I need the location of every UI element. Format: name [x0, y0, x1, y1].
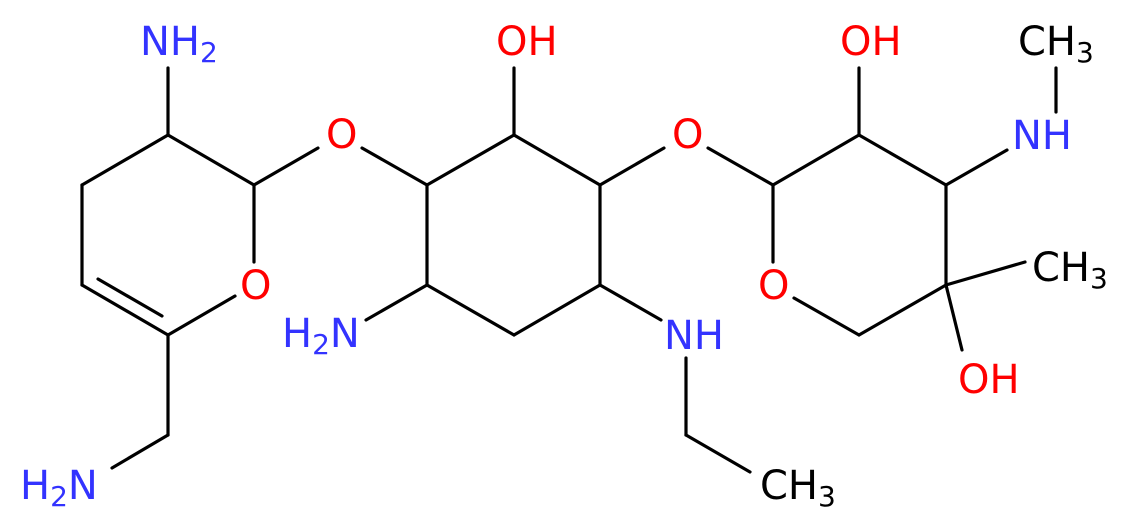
bond: [360, 146, 429, 187]
bond: [944, 148, 1009, 187]
bond: [110, 433, 170, 470]
ether-oxygen-left: O: [326, 112, 357, 158]
bond: [944, 260, 1027, 287]
amine-bottom-tail: N: [68, 463, 98, 509]
amine-label-top: NH2: [140, 19, 218, 69]
bond: [598, 283, 663, 322]
amine-left-sub: 2: [312, 328, 330, 361]
methyl-top-sub: 3: [1076, 36, 1094, 69]
amine-label-bottom: H2N: [20, 463, 98, 513]
amine-left-tail: N: [330, 311, 360, 357]
bond: [512, 133, 602, 187]
bond: [944, 283, 964, 352]
ether-oxygen-right: O: [672, 112, 703, 158]
bond: [252, 146, 320, 187]
bond: [166, 133, 256, 187]
hydroxyl-label-top-right: OH: [840, 19, 902, 65]
methyl-right-sub: 3: [1090, 262, 1108, 295]
amine-label-methyl: NH: [1012, 113, 1072, 159]
hydroxyl-label-bottom-right: OH: [958, 357, 1020, 403]
bond: [364, 283, 429, 322]
amine-top-main: NH: [140, 19, 200, 65]
double-bond-inner: [96, 277, 164, 318]
methyl-ethyl-sub: 3: [818, 480, 836, 513]
bond: [771, 133, 861, 187]
bond: [512, 283, 602, 337]
bonds: [80, 66, 1058, 474]
amine-label-center: NH: [664, 313, 724, 359]
ring-oxygen-right: O: [758, 263, 789, 309]
ring-oxygen-left: O: [240, 263, 271, 309]
amine-label-left: H2N: [282, 311, 360, 361]
bond: [684, 433, 752, 474]
bond: [166, 294, 237, 337]
bond: [792, 296, 861, 337]
bond: [598, 146, 666, 187]
methyl-label-ethyl: CH3: [760, 463, 836, 513]
hydroxyl-label-top-center: OH: [496, 19, 558, 65]
amine-bottom-sub: 2: [50, 480, 68, 513]
amine-bottom-main: H: [20, 463, 50, 509]
atom-labels: NH2 O O H2N H2N OH O NH CH3 OH CH3 NH O …: [20, 19, 1108, 513]
amine-left-main: H: [282, 311, 312, 357]
methyl-label-right: CH3: [1032, 245, 1108, 295]
bond: [80, 133, 170, 187]
methyl-right-main: CH: [1032, 245, 1090, 291]
methyl-top-main: CH: [1018, 19, 1076, 65]
bond: [857, 133, 948, 187]
bond: [80, 283, 170, 337]
bond: [425, 283, 516, 337]
bond: [857, 283, 948, 337]
bond: [706, 146, 775, 187]
amine-top-sub: 2: [200, 36, 218, 69]
bond: [425, 133, 516, 187]
methyl-ethyl-main: CH: [760, 463, 818, 509]
methyl-label-top: CH3: [1018, 19, 1094, 69]
